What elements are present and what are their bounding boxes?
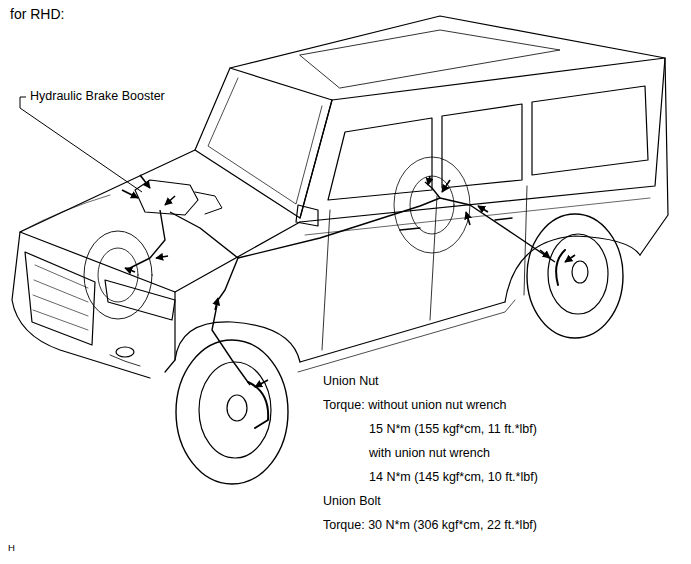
torque-note: with union nut wrench	[369, 446, 490, 460]
torque-value: Torque: 30 N*m (306 kgf*cm, 22 ft.*lbf)	[323, 518, 537, 532]
torque-value: 14 N*m (145 kgf*cm, 10 ft.*lbf)	[369, 470, 538, 484]
part-label: Hydraulic Brake Booster	[30, 89, 165, 103]
diagram-title: for RHD:	[10, 6, 64, 22]
fastener-label: Union Nut	[323, 374, 379, 388]
torque-note: Torque: without union nut wrench	[323, 398, 506, 412]
figure-code: H	[8, 543, 15, 554]
torque-value: 15 N*m (155 kgf*cm, 11 ft.*lbf)	[369, 422, 537, 436]
fastener-label: Union Bolt	[323, 494, 381, 508]
